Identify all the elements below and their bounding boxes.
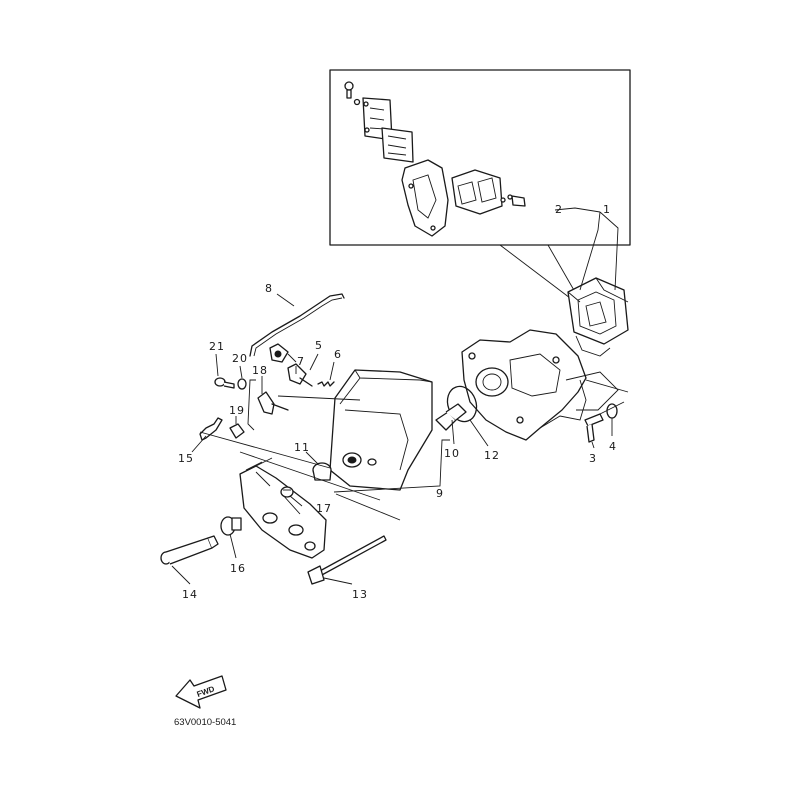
inset-frame (329, 69, 631, 246)
inset-reed-block (451, 169, 503, 215)
reed-valve-inset (329, 69, 631, 299)
callout-18: 18 (252, 364, 268, 377)
callout-19: 19 (229, 404, 245, 417)
callout-7: 7 (297, 355, 305, 368)
leader-3-4 (585, 379, 629, 415)
lever-7 (269, 343, 289, 363)
bolt-14 (160, 535, 219, 565)
drawing-code: 63V0010-5041 (174, 717, 236, 728)
plug-11 (312, 462, 332, 481)
callout-17: 17 (316, 502, 332, 515)
callout-10: 10 (444, 447, 460, 460)
callout-4: 4 (609, 440, 617, 453)
callout-11: 11 (294, 441, 310, 454)
callout-6: 6 (334, 348, 342, 361)
screw-17 (280, 486, 294, 498)
fwd-arrow-icon: FWD (175, 675, 227, 709)
reed-valve-assembly (567, 277, 629, 357)
screw-21 (214, 377, 235, 389)
inset-screw-top (344, 81, 361, 106)
callout-12: 12 (484, 449, 500, 462)
callout-13: 13 (352, 588, 368, 601)
clip-19 (229, 423, 245, 439)
callout-5: 5 (315, 339, 323, 352)
inset-reed-plate (381, 127, 414, 163)
lever-18 (257, 391, 289, 415)
inset-leader-1 (499, 244, 571, 299)
callout-8: 8 (265, 282, 273, 295)
callout-14: 14 (182, 588, 198, 601)
inset-gasket (401, 159, 449, 237)
spring-6 (317, 381, 335, 387)
silencer-box (329, 369, 433, 491)
bolt-3 (584, 413, 604, 443)
tube-10 (435, 403, 467, 431)
silencer-cover (239, 457, 327, 559)
callout-15: 15 (178, 452, 194, 465)
callout-20: 20 (232, 352, 248, 365)
collar-16 (220, 516, 242, 536)
callout-bracket-1-2 (554, 207, 619, 291)
callout-9: 9 (436, 487, 444, 500)
linkage-5 (287, 363, 313, 387)
leader-lines (171, 293, 613, 585)
bolt-13 (307, 535, 387, 585)
callout-3: 3 (589, 452, 597, 465)
callout-1: 1 (603, 203, 611, 216)
hose-15 (199, 417, 223, 441)
callout-labels: 1 2 3 4 5 6 7 8 9 10 11 12 13 14 15 16 1… (178, 203, 617, 601)
washer-20 (237, 378, 247, 390)
callout-21: 21 (209, 340, 225, 353)
callout-16: 16 (230, 562, 246, 575)
rod-8 (249, 293, 345, 357)
inset-leader-2 (547, 244, 576, 293)
callout-2: 2 (555, 203, 563, 216)
intake-body (461, 329, 619, 441)
o-ring (446, 385, 478, 423)
inset-screw-side (500, 194, 526, 207)
